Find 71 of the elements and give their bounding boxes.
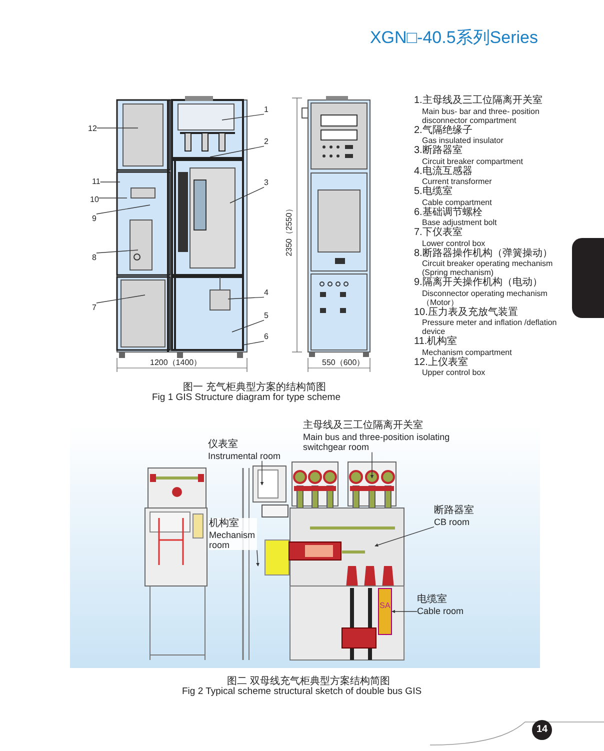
legend-entry: Main bus- bar and three- position disconnector compartment	[421, 106, 540, 124]
side-tab	[572, 238, 604, 318]
legend-entry: 9.隔离开关操作机构（电动）	[414, 277, 544, 288]
leader-line	[96, 204, 150, 214]
callout-number: 1	[264, 105, 268, 114]
callout-number: 4	[264, 288, 268, 298]
callout-number: 10	[90, 195, 99, 204]
leader-arrow	[374, 526, 434, 547]
dimension-text: 1200（1400）	[150, 357, 202, 368]
legend-entry: Gas insulated insulator	[421, 136, 504, 145]
callout-number: 8	[92, 253, 96, 262]
leader-line	[232, 320, 264, 332]
legend-entry: 3.断路器室	[414, 145, 462, 156]
leader-arrow	[392, 610, 418, 614]
legend-entry: Base adjustment bolt	[421, 218, 498, 227]
legend-entry: Circuit breaker operating mechanism (Spring mechanism)	[421, 259, 554, 277]
legend-entry: 1.主母线及三工位隔离开关室	[414, 95, 544, 106]
callout-number: 7	[92, 303, 96, 312]
legend-entry: Mechanism compartment	[421, 348, 513, 356]
legend-entry: 2.气隔绝缘子	[414, 124, 472, 136]
room-label: Main bus and three-position isolating switchgear room	[303, 432, 451, 452]
legend-entry: Pressure meter and inflation /deflation device	[421, 318, 558, 336]
legend-entry: 6.基础调节螺栓	[414, 206, 482, 218]
callout-number: 11	[92, 177, 100, 186]
leader-line	[228, 296, 264, 300]
legend-entry: Upper control box	[421, 368, 486, 377]
room-label: CB room	[434, 516, 471, 527]
page-number: 14	[532, 720, 552, 740]
legend-entry: Circuit breaker compartment	[421, 156, 524, 166]
room-label: Instrumental room	[208, 450, 281, 461]
legend-entry: 4.电流互感器	[414, 166, 472, 177]
room-label: 仪表室	[208, 439, 239, 450]
room-label: 机构室	[209, 518, 257, 530]
legend-entry: Current transformer	[421, 177, 493, 186]
legend-entry: 8.断路器操作机构（弹簧操动）	[414, 248, 554, 259]
legend-entry: 12.上仪表室	[414, 356, 468, 368]
legend-entry: 5.电缆室	[414, 186, 453, 198]
figure-caption: Fig 2 Typical scheme structural sketch of double bus GIS	[182, 686, 422, 697]
surge-arrester	[378, 588, 392, 635]
figure-caption: Fig 1 GIS Structure diagram for type scheme	[152, 392, 340, 403]
figure-caption: 图一 充气柜典型方案的结构简图	[183, 380, 326, 393]
room-label: 断路器室	[434, 505, 474, 516]
legend-entry: 11.机构室	[414, 336, 458, 348]
legend-entry: Cable compartment	[421, 198, 493, 206]
page-title: XGN□-40.5系列Series	[370, 27, 538, 49]
callout-number: 2	[264, 137, 268, 146]
leader-line	[96, 250, 138, 254]
leader-line	[222, 114, 264, 120]
leader-line	[210, 146, 264, 158]
legend-entry: 7.下仪表室	[414, 227, 462, 238]
leader-line	[96, 294, 146, 304]
legend-entry: Disconnector operating mechanism（Motor）	[421, 288, 548, 306]
leader-arrow	[370, 452, 374, 478]
legend-entry: 10.压力表及充放气装置	[414, 306, 519, 318]
room-label: Cable room	[417, 606, 464, 616]
leader-arrow	[260, 460, 264, 486]
callout-number: 12	[88, 124, 97, 134]
figure-caption: 图二 双母线充气柜典型方案结构简图	[227, 674, 390, 687]
leader-line	[230, 186, 264, 204]
leader-arrow	[256, 550, 260, 566]
arrester-marking: SA	[379, 601, 391, 610]
room-label: Mechanism room	[209, 530, 257, 550]
dimension-text: 550（600）	[322, 357, 365, 368]
callout-number: 5	[264, 311, 268, 320]
leader-line	[242, 340, 264, 346]
room-label: 主母线及三工位隔离开关室	[303, 420, 424, 432]
legend-entry: Lower control box	[421, 238, 486, 248]
callout-number: 6	[264, 332, 268, 342]
room-label: 电缆室	[417, 594, 448, 606]
callout-number: 3	[264, 178, 268, 188]
callout-number: 9	[92, 214, 96, 224]
